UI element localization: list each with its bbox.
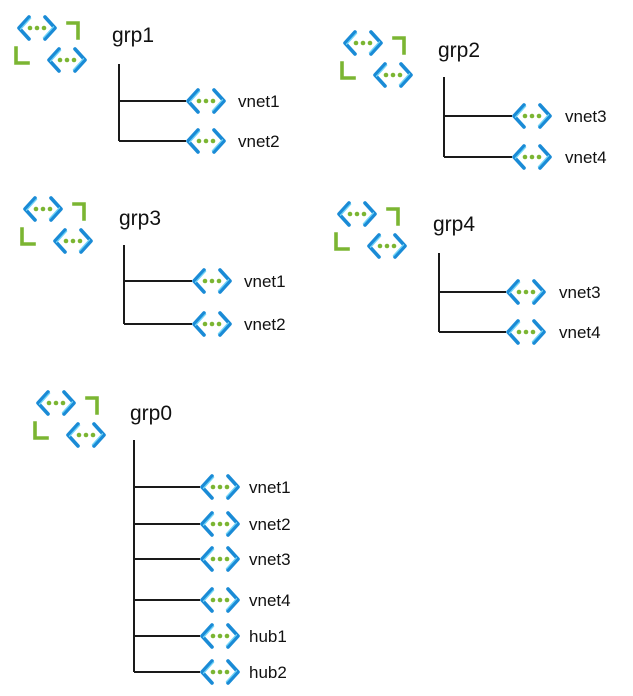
vnet-icon <box>200 623 240 649</box>
vnet-label: vnet2 <box>249 515 291 534</box>
vnet-label: vnet2 <box>238 132 280 151</box>
network-group-grp4: grp4 vnet3 vnet4 <box>334 201 601 345</box>
vnet-icon <box>200 587 240 613</box>
vnet-label: vnet4 <box>249 591 291 610</box>
vnet-icon <box>186 88 226 114</box>
vnet-label: vnet2 <box>244 315 286 334</box>
network-group-grp0: grp0 vnet1 vnet2 vnet3 vnet4 hub1 hub2 <box>33 390 291 685</box>
group-label: grp4 <box>433 213 475 236</box>
group-label: grp3 <box>119 207 161 230</box>
vnet-icon <box>186 128 226 154</box>
network-group-icon <box>20 196 93 254</box>
vnet-label: vnet1 <box>249 478 291 497</box>
network-group-grp3: grp3 vnet1 vnet2 <box>20 196 286 337</box>
vnet-icon <box>200 474 240 500</box>
vnet-icon <box>512 103 552 129</box>
vnet-icon <box>200 659 240 685</box>
vnet-label: hub2 <box>249 663 287 682</box>
network-group-grp2: grp2 vnet3 vnet4 <box>340 30 607 170</box>
network-group-icon <box>334 201 407 259</box>
network-group-icon <box>14 15 87 73</box>
vnet-label: vnet4 <box>559 323 601 342</box>
group-label: grp1 <box>112 24 154 47</box>
vnet-icon <box>506 319 546 345</box>
group-label: grp2 <box>438 39 480 62</box>
vnet-label: vnet1 <box>238 92 280 111</box>
vnet-label: vnet3 <box>565 107 607 126</box>
vnet-label: hub1 <box>249 627 287 646</box>
vnet-label: vnet1 <box>244 272 286 291</box>
vnet-icon <box>200 511 240 537</box>
network-group-grp1: grp1 vnet1 vnet2 <box>14 15 280 154</box>
vnet-icon <box>192 268 232 294</box>
network-group-icon <box>33 390 106 448</box>
vnet-label: vnet3 <box>559 283 601 302</box>
vnet-icon <box>506 279 546 305</box>
vnet-icon <box>200 546 240 572</box>
vnet-icon <box>512 144 552 170</box>
network-group-icon <box>340 30 413 88</box>
group-label: grp0 <box>130 402 172 425</box>
vnet-icon <box>192 311 232 337</box>
vnet-label: vnet4 <box>565 148 607 167</box>
vnet-label: vnet3 <box>249 550 291 569</box>
